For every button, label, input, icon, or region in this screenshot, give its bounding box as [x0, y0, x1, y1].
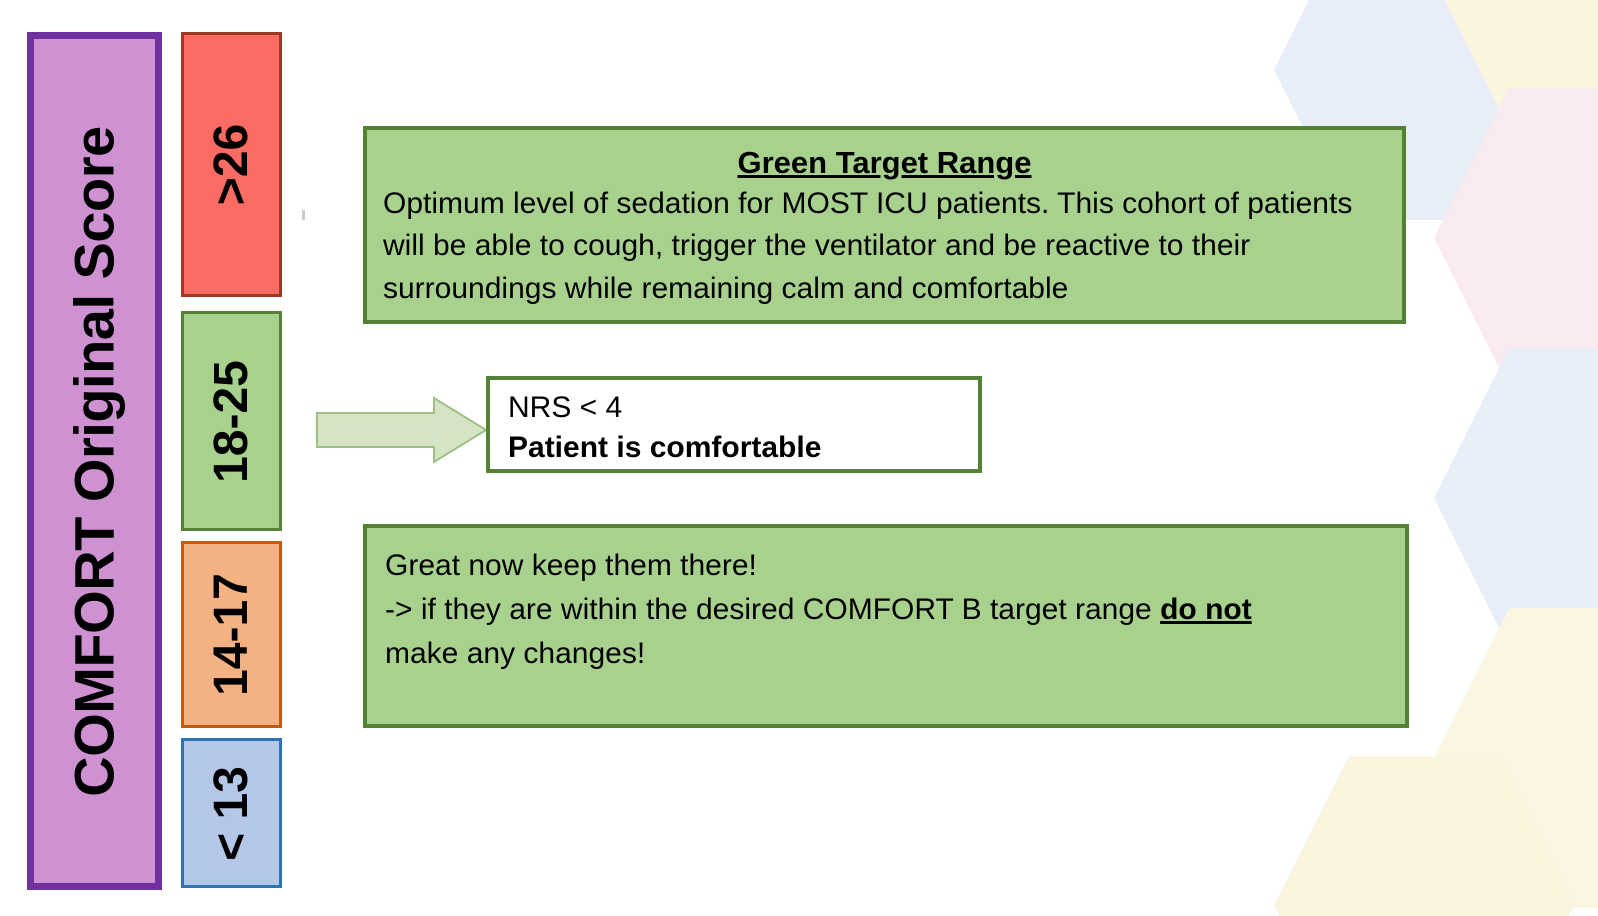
keep-box-line-2-emphasis: do not — [1160, 593, 1252, 627]
hexagon-shape — [1434, 608, 1598, 908]
nrs-value-text: NRS < 4 — [508, 391, 623, 424]
hexagon-shape — [1434, 0, 1598, 128]
score-range-chip-label: >26 — [204, 123, 258, 206]
green-target-range-box: Green Target Range Optimum level of seda… — [363, 126, 1406, 324]
green-target-range-description: Optimum level of sedation for MOST ICU p… — [383, 186, 1353, 305]
score-range-chip: 14-17 — [181, 541, 282, 728]
nrs-status-text: Patient is comfortable — [508, 430, 822, 464]
score-range-chip-label: < 13 — [204, 765, 258, 861]
hexagon-shape — [1434, 348, 1598, 648]
score-range-chip: >26 — [181, 32, 282, 297]
keep-them-there-box: Great now keep them there! -> if they ar… — [363, 524, 1409, 728]
score-range-chip: < 13 — [181, 738, 282, 888]
keep-box-line-1: Great now keep them there! — [385, 549, 757, 582]
keep-box-line-3: make any changes! — [385, 637, 646, 671]
keep-box-line-2: -> if they are within the desired COMFOR… — [385, 588, 1387, 632]
right-arrow-icon — [316, 396, 488, 464]
hexagon-shape — [1274, 756, 1574, 916]
nrs-comfort-box: NRS < 4 Patient is comfortable — [486, 376, 982, 473]
score-range-chip-label: 18-25 — [205, 359, 259, 483]
keep-box-line-2-prefix: -> if they are within the desired COMFOR… — [385, 593, 1161, 627]
stray-mark — [302, 210, 305, 220]
score-range-chip-label: 14-17 — [205, 573, 259, 696]
green-target-range-heading: Green Target Range — [737, 145, 1032, 180]
hexagon-shape — [1434, 88, 1598, 388]
comfort-score-title-label: COMFORT Original Score — [63, 125, 126, 797]
comfort-score-title-bar: COMFORT Original Score — [27, 32, 162, 890]
score-range-chip: 18-25 — [181, 311, 282, 531]
